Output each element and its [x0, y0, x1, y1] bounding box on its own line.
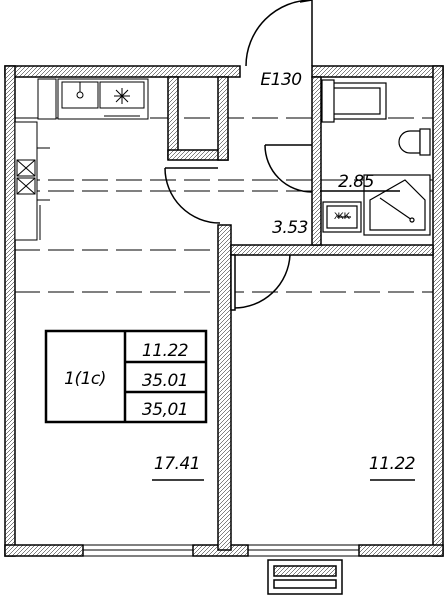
kitchen-door	[164, 167, 221, 224]
washer-label: ЖК	[334, 212, 351, 222]
kitchen-side-unit	[14, 121, 50, 241]
bedroom-door	[230, 254, 291, 311]
balcony-outline	[267, 559, 343, 595]
entrance-door-label: E130	[260, 70, 301, 90]
summary-table	[44, 329, 208, 424]
interior-walls	[167, 76, 434, 551]
bedroom-area-label: 11.22	[369, 454, 415, 474]
entrance-door	[245, 0, 313, 67]
kitchen-counter	[37, 78, 149, 120]
bathroom-door	[264, 144, 313, 193]
window-openings	[83, 544, 359, 557]
washing-machine	[322, 201, 362, 233]
summary-value-1: 11.22	[142, 341, 188, 361]
bath-fixtures	[321, 79, 431, 236]
bathroom-area-label: 2.85	[338, 172, 374, 192]
summary-value-3: 35,01	[142, 400, 188, 420]
hallway-area-label: 3.53	[272, 218, 308, 238]
apartment-type: 1(1с)	[64, 369, 106, 389]
summary-value-2: 35.01	[142, 371, 188, 391]
kitchen-area-label: 17.41	[154, 454, 200, 474]
